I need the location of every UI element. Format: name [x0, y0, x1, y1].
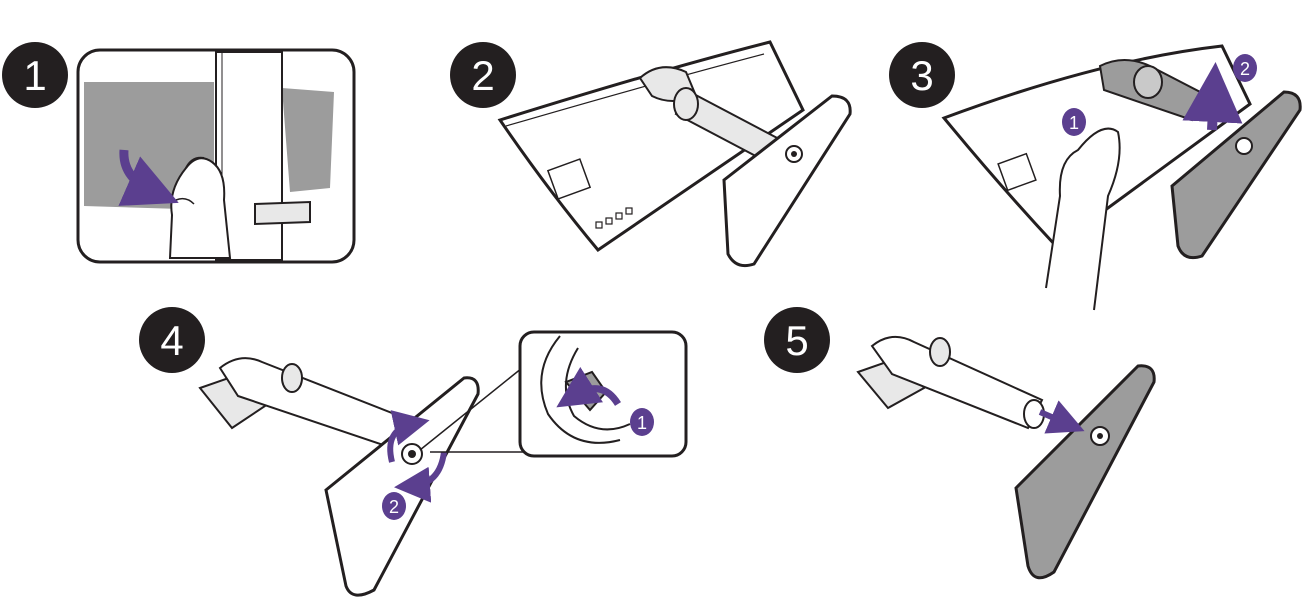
step-3-group: 3 1 2 — [889, 42, 1302, 311]
step-2-number: 2 — [471, 52, 494, 99]
step-4-marker-2-label: 2 — [389, 497, 399, 517]
step-4-marker-1: 1 — [630, 408, 654, 436]
step-3-marker-2: 2 — [1233, 54, 1257, 82]
separate-base-icon — [856, 335, 1156, 580]
base-screw-rotate-icon — [198, 330, 688, 597]
step-3-number: 3 — [910, 52, 933, 99]
step-3-marker-2-label: 2 — [1240, 59, 1250, 79]
monitor-with-stand-icon — [497, 40, 852, 268]
step-3-badge: 3 — [889, 42, 955, 108]
step-1-illustration — [76, 48, 356, 264]
step-5-group: 5 — [764, 307, 1156, 580]
hand-lift-stand-icon — [941, 44, 1302, 311]
step-2-group: 2 — [450, 40, 852, 268]
step-5-number: 5 — [785, 317, 808, 364]
unlatch-arrow-icon — [118, 149, 179, 206]
step-3-marker-1-label: 1 — [1069, 113, 1079, 133]
step-1-group: 1 — [2, 42, 356, 264]
step-4-marker-1-label: 1 — [637, 413, 647, 433]
step-1-badge: 1 — [2, 42, 68, 108]
step-5-badge: 5 — [764, 307, 830, 373]
step-4-marker-2: 2 — [382, 492, 406, 520]
monitor-panel-right — [282, 88, 334, 192]
step-4-group: 4 1 — [139, 307, 688, 597]
step-2-badge: 2 — [450, 42, 516, 108]
step-1-number: 1 — [23, 52, 46, 99]
step-4-badge: 4 — [139, 307, 205, 373]
step-3-marker-1: 1 — [1062, 108, 1086, 136]
step-4-number: 4 — [160, 317, 183, 364]
